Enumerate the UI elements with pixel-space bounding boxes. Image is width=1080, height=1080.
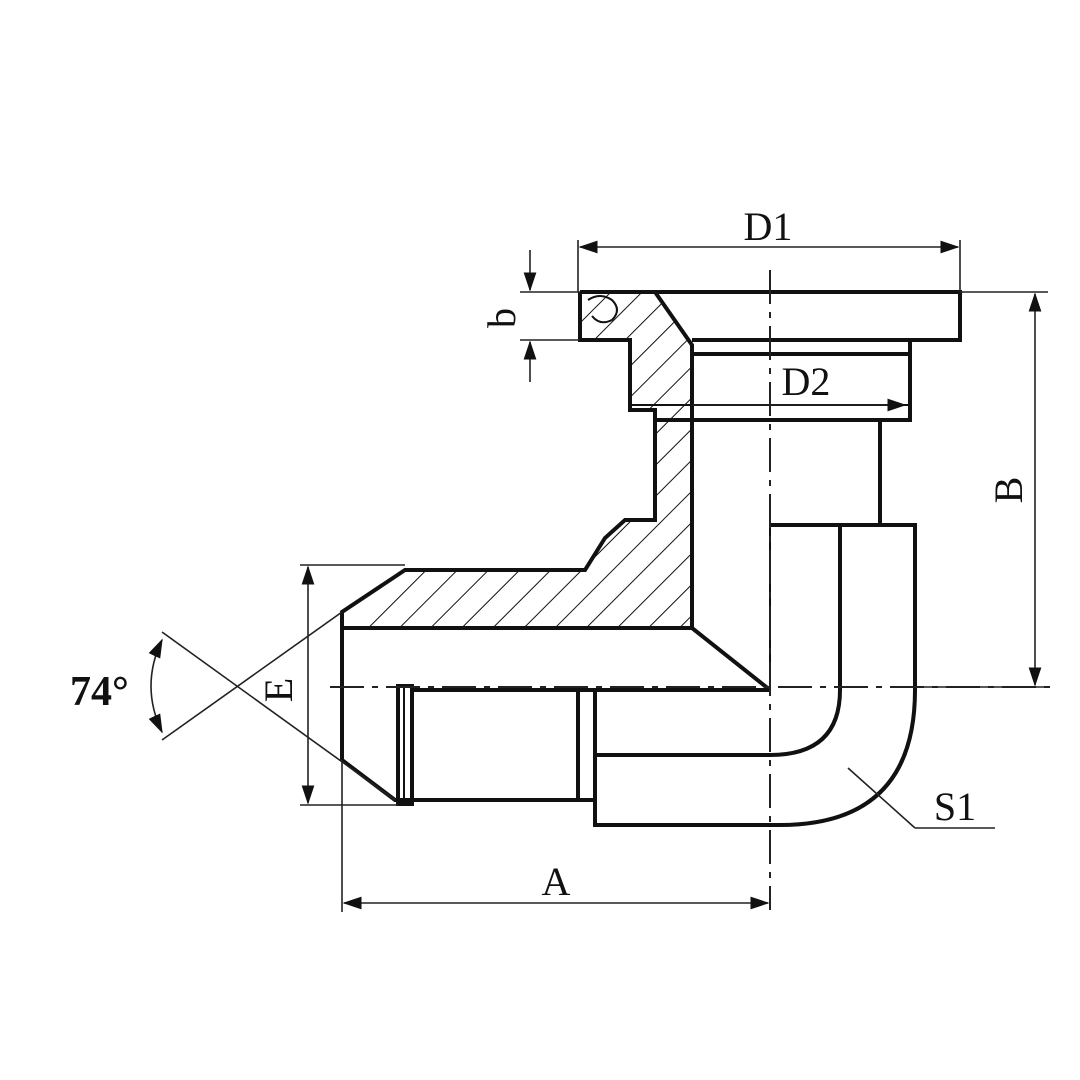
leader-s1: S1 (847, 767, 995, 829)
label-b: b (479, 308, 524, 328)
label-a: A (542, 859, 571, 904)
dim-angle: 74° (70, 611, 396, 801)
label-angle: 74° (70, 669, 129, 715)
dim-d1: D1 (577, 204, 961, 292)
male-cone-end (340, 626, 772, 825)
centerlines (330, 270, 1050, 910)
hatched-section (340, 290, 694, 630)
dim-b: b (479, 250, 580, 382)
label-e-vertical: E (256, 678, 301, 702)
label-d1: D1 (744, 204, 793, 249)
label-d2: D2 (782, 359, 831, 404)
dim-b-vertical: B (915, 291, 1048, 688)
dim-a: A (341, 760, 770, 912)
label-b-vertical: B (986, 477, 1031, 504)
top-flange (630, 290, 962, 628)
dim-e-vertical: E (256, 564, 405, 806)
dim-d2: D2 (692, 359, 907, 412)
label-s1: S1 (934, 784, 976, 829)
